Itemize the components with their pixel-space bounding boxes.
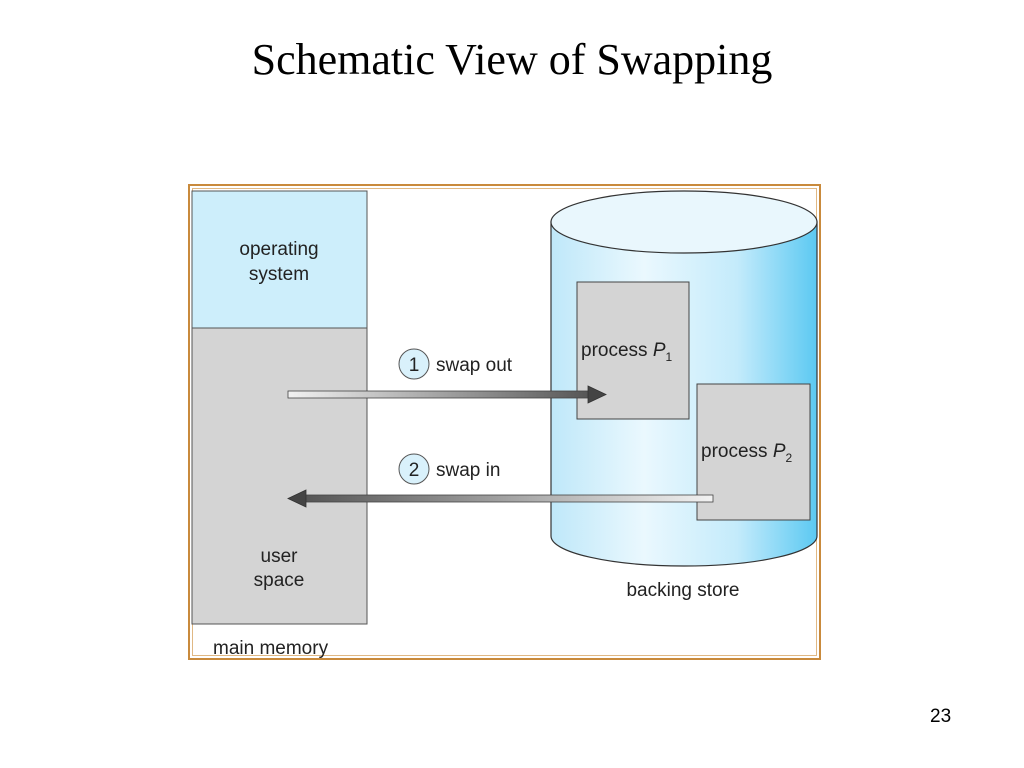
step-2-circle xyxy=(398,453,430,485)
process-p1-name: P xyxy=(653,340,666,361)
process-p1-subscript: 1 xyxy=(666,350,673,364)
process-p2-subscript: 2 xyxy=(786,451,793,465)
os-label-line1: operating xyxy=(239,239,318,260)
step-1-number: 1 xyxy=(409,355,420,376)
process-p2-prefix: process xyxy=(701,441,773,462)
main-memory-caption: main memory xyxy=(213,638,329,659)
step-1-label: swap out xyxy=(436,355,513,376)
swap-in-arrow xyxy=(287,489,714,508)
operating-system-region xyxy=(191,190,368,329)
swap-out-arrow xyxy=(287,385,607,404)
step-2-label: swap in xyxy=(436,460,500,481)
step-1-circle xyxy=(398,348,430,380)
process-p1-prefix: process xyxy=(581,340,653,361)
os-label-line2: system xyxy=(249,264,309,285)
backing-store-caption: backing store xyxy=(626,580,739,601)
page-number: 23 xyxy=(930,706,952,727)
step-1: 1 swap out xyxy=(398,348,513,380)
step-2-number: 2 xyxy=(409,460,420,481)
user-space-label-line2: space xyxy=(254,570,305,591)
step-2: 2 swap in xyxy=(398,453,500,485)
user-space-label-line1: user xyxy=(261,546,299,567)
process-p2-box: process P2 xyxy=(696,383,811,521)
user-space-region xyxy=(191,327,368,625)
slide-title: Schematic View of Swapping xyxy=(251,35,773,84)
process-p2-name: P xyxy=(773,441,786,462)
svg-text:process P1: process P1 xyxy=(581,340,673,364)
main-memory: operating system user space main memory xyxy=(191,190,368,659)
svg-text:process P2: process P2 xyxy=(701,441,793,465)
